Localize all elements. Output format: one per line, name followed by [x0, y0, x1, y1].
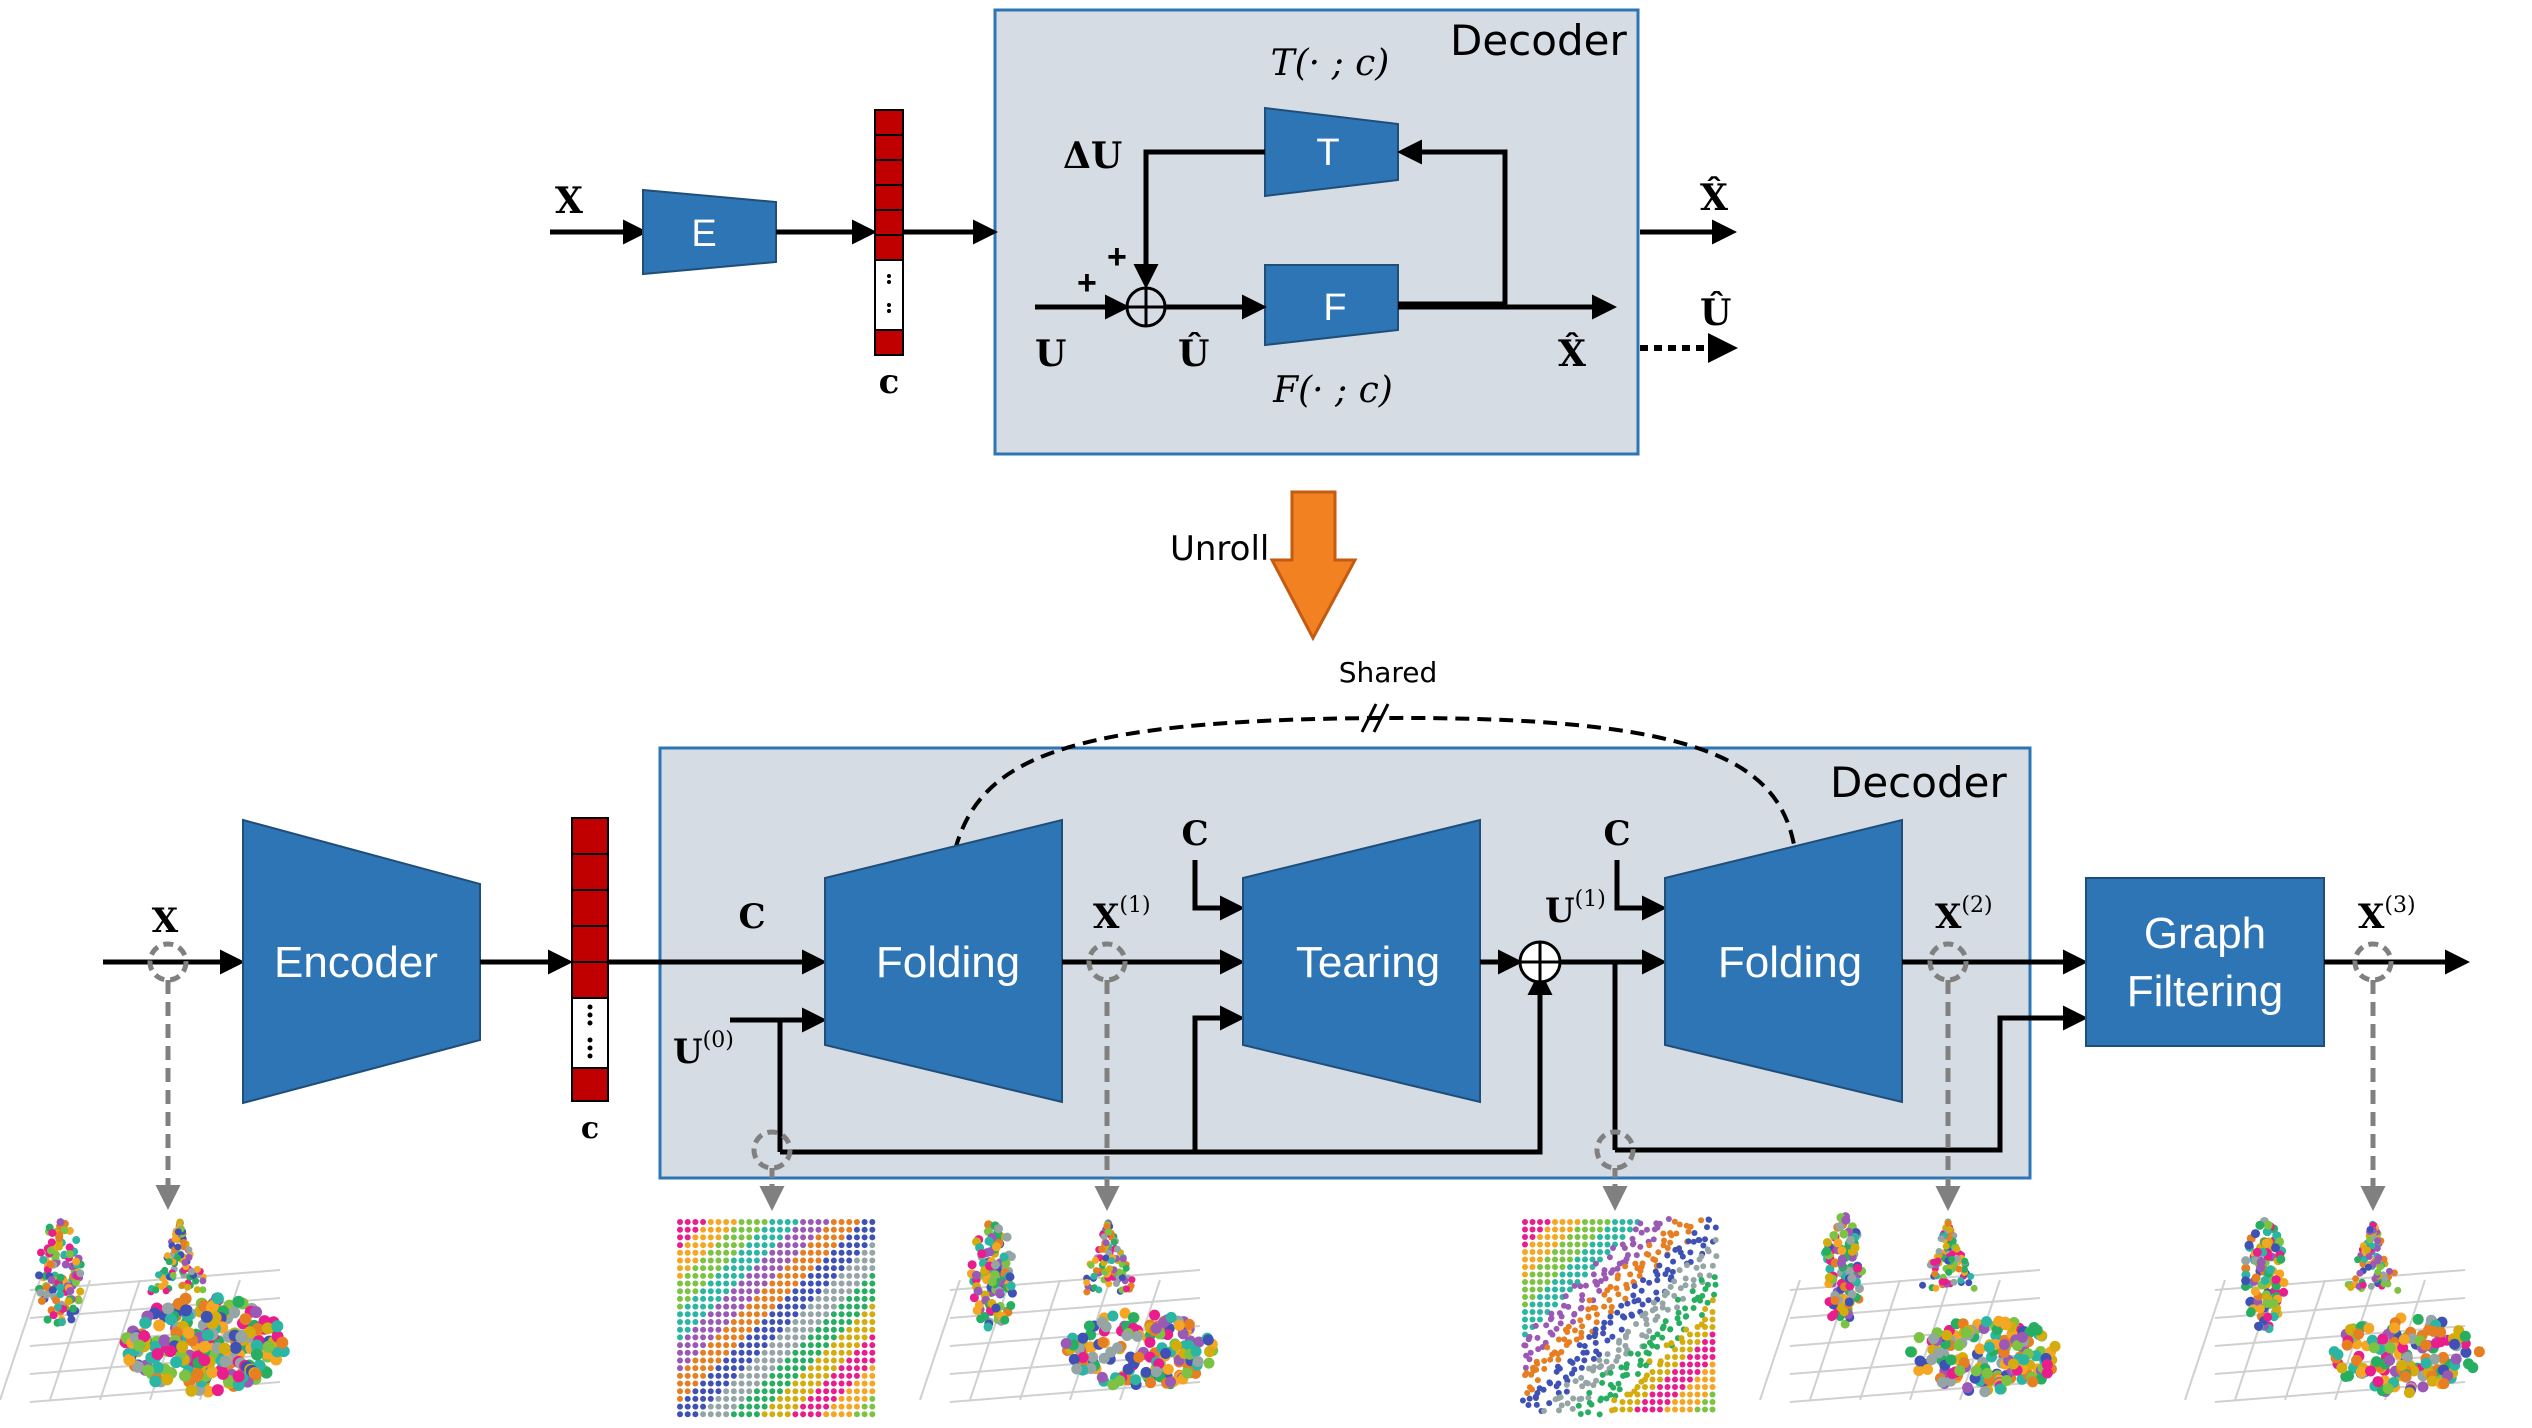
thumb-input-column: [35, 1218, 85, 1327]
thumb-u0-grid: [677, 1219, 876, 1418]
thumb-input-cone: [147, 1218, 207, 1296]
u1-label: U(1): [1545, 887, 1606, 931]
graph-filtering-label-2: Filtering: [2127, 967, 2284, 1016]
top-delta-u-line: [1133, 149, 1265, 289]
unroll-arrow: [1269, 490, 1358, 642]
thumb-x3-column: [2240, 1216, 2289, 1334]
x3-label: X(3): [2358, 893, 2416, 937]
top-encoder-label: E: [691, 213, 716, 255]
top-u-input-label: U: [1035, 333, 1066, 375]
folding2-block: [1664, 818, 1903, 1104]
thumb-x1-column: [966, 1220, 1017, 1332]
top-x-hat-inner-label: X̂: [1558, 332, 1586, 375]
top-t-label: T: [1316, 132, 1339, 174]
u0-to-tearing: [1192, 1005, 1245, 1152]
u0-feed-bus: [780, 970, 1553, 1155]
top-decoder-title: Decoder: [1450, 16, 1627, 65]
top-t-func-label: T(· ; c): [1271, 43, 1390, 84]
top-decoder-panel: [993, 8, 1640, 456]
thumb-x2-blob: [1905, 1315, 2061, 1398]
c-to-folding2-arrow: [1614, 860, 1667, 921]
tearing-block: [1242, 818, 1481, 1104]
graph-filtering-block: [2085, 877, 2325, 1047]
top-code-vector: [874, 109, 904, 356]
top-t-block: [1264, 106, 1399, 198]
u0-label: U(0): [673, 1028, 734, 1072]
x2-label: X(2): [1935, 893, 1993, 937]
x1-label: X(1): [1093, 893, 1151, 937]
bottom-input-x-label: X: [152, 901, 179, 941]
c-to-tearing-arrow: [1192, 860, 1245, 921]
tap-x2: [1927, 941, 1969, 983]
u1-feed-bus: [1615, 1005, 2088, 1153]
shared-label: Shared: [1339, 656, 1438, 689]
thumb-input-blob: [119, 1292, 290, 1398]
bottom-sum-node: [1518, 940, 1562, 984]
top-u-hat-out-label: Û: [1700, 292, 1731, 334]
tap-x-input: [147, 941, 189, 983]
c-into-folding2-label: C: [1603, 814, 1630, 854]
bottom-code-c-label: c: [581, 1111, 599, 1146]
top-x-hat-out-label: X̂: [1700, 176, 1728, 219]
bottom-decoder-title: Decoder: [1830, 758, 2007, 807]
graph-filtering-label-1: Graph: [2144, 909, 2266, 958]
thumb-x2-cone: [1919, 1218, 1978, 1292]
top-sum-node: [1125, 286, 1167, 328]
top-encoder-block: [642, 188, 777, 276]
tap-u0: [751, 1129, 793, 1171]
folding2-label: Folding: [1718, 938, 1862, 987]
c-into-folding1-label: C: [738, 897, 765, 937]
shared-tick-1: [1360, 703, 1378, 733]
top-u-hat-inner-label: Û: [1178, 333, 1209, 375]
top-feedback-line: [1397, 139, 1508, 307]
thumb-u1-grid: [1519, 1216, 1720, 1418]
shared-tick-2: [1372, 703, 1390, 733]
top-input-x-label: X: [555, 180, 583, 222]
tap-x1: [1086, 941, 1128, 983]
thumb-x1-cone: [1083, 1219, 1136, 1296]
top-plus-left: +: [1077, 264, 1097, 302]
top-plus-top: +: [1107, 238, 1127, 276]
bottom-code-vector: [571, 817, 609, 1102]
top-f-func-label: F(· ; c): [1272, 370, 1393, 411]
top-delta-u-label: ΔU: [1063, 135, 1122, 177]
thumb-x3-cone: [2344, 1220, 2402, 1294]
visualization-thumbnails: [0, 1212, 2485, 1418]
tearing-label: Tearing: [1296, 938, 1440, 987]
folding1-label: Folding: [876, 938, 1020, 987]
thumb-x1-blob: [1060, 1307, 1219, 1391]
c-into-tearing-label: C: [1181, 814, 1208, 854]
top-code-c-label: c: [879, 362, 900, 402]
tap-u1: [1594, 1129, 1636, 1171]
encoder-block: [242, 818, 481, 1105]
thumb-x3-blob: [2328, 1312, 2485, 1399]
tap-x3: [2352, 941, 2394, 983]
unroll-label: Unroll: [1170, 529, 1269, 569]
top-f-label: F: [1323, 287, 1346, 329]
folding1-block: [824, 818, 1063, 1104]
encoder-label: Encoder: [274, 938, 438, 987]
thumb-x2-column: [1820, 1212, 1867, 1329]
